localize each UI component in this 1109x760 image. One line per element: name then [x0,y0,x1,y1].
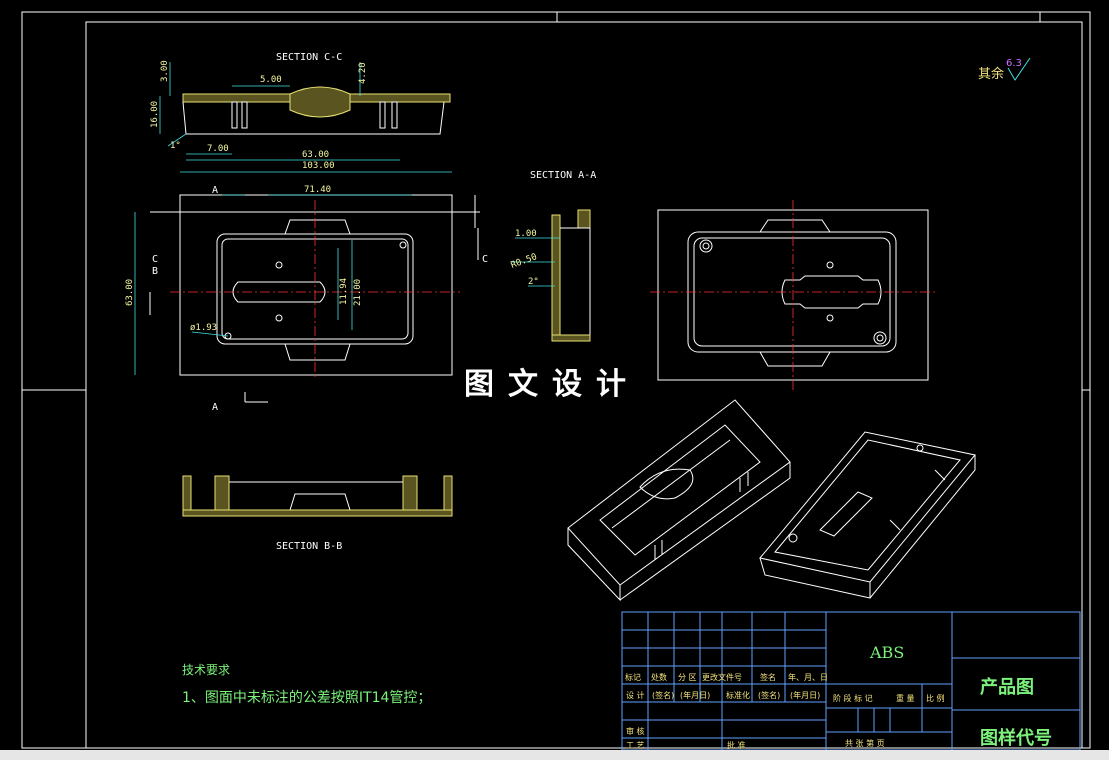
section-mark-c-left: C [152,254,158,265]
dim-5-00: 5.00 [260,75,282,85]
section-cc-view: SECTION C-C 3.00 16.00 5.00 4.20 7.00 63… [150,52,451,161]
section-cc-title: SECTION C-C [276,52,342,63]
tb-zone: 分 区 [678,673,697,682]
dim-21-00: 21.00 [353,279,363,306]
material-text: ABS [869,643,904,662]
dim-1-00: 1.00 [515,229,537,239]
dim-1-deg: 1° [170,141,181,151]
roughness-label: 其余 [978,66,1004,82]
tech-req-title: 技术要求 [182,663,230,677]
technical-requirements: 技术要求 1、图面中未标注的公差按照IT14管控； [182,663,431,706]
dim-2-deg: 2° [528,277,539,287]
dim-63-00-cc: 63.00 [302,150,329,160]
tb-design: 设 计 [626,690,645,700]
title-block: ABS 产品图 图样代号 标记 处数 分 区 更改文件号 签名 年、月、日 设 … [621,611,1081,751]
drawing-frame [21,11,1091,749]
tb-standard-sign: (签名) [758,690,780,700]
surface-roughness: 其余 6.3 [978,57,1031,82]
tb-approve: 批 准 [727,740,746,750]
tb-date: 年、月、日 [788,672,828,682]
section-bb-view: SECTION B-B [182,475,453,552]
dim-16-00: 16.00 [150,101,160,128]
tb-standard: 标准化 [726,690,750,700]
tb-scale: 比 例 [926,693,945,703]
bottom-view [650,200,935,390]
tb-sheet: 共 张 第 页 [845,738,885,748]
dim-71-40: 71.40 [304,185,331,195]
tb-review: 审 核 [626,726,645,736]
tb-stage-mark: 阶 段 标 记 [833,693,873,703]
tb-change-doc: 更改文件号 [702,672,742,682]
section-mark-c-right: C [482,254,488,265]
dim-103-00: 103.00 [302,161,335,171]
tb-weight: 重 量 [896,693,915,703]
status-bar [0,750,1109,760]
tb-design-date: (年月日) [680,690,710,700]
tb-mark: 标记 [625,672,641,682]
dim-11-94: 11.94 [339,278,349,305]
dim-63-00-side: 63.00 [125,279,135,306]
section-aa-view: SECTION A-A 1.00 R0.50 2° [510,170,596,342]
drawing-number: 图样代号 [980,727,1052,749]
tb-process: 工 艺 [626,741,645,750]
watermark-text: 图文设计 [464,367,640,402]
roughness-value: 6.3 [1006,58,1022,69]
dim-r0-50: R0.50 [510,252,539,271]
section-aa-title: SECTION A-A [530,170,596,181]
tb-count: 处数 [651,672,667,682]
dim-7-00: 7.00 [207,144,229,154]
section-mark-a-top: A [212,185,218,196]
dim-4-20: 4.20 [358,62,368,84]
isometric-view-right [759,431,976,599]
tech-req-item-1: 1、图面中未标注的公差按照IT14管控； [182,690,431,706]
dim-3-00: 3.00 [160,60,170,82]
isometric-view-left [567,399,791,602]
section-bb-title: SECTION B-B [276,541,342,552]
dim-dia-1-93: ø1.93 [190,323,217,333]
tb-design-sign: (签名) [652,690,674,700]
product-title: 产品图 [980,676,1034,698]
tb-sign: 签名 [760,672,776,682]
section-mark-a-bottom: A [212,402,218,413]
top-view: 103.00 71.40 63.00 11.94 21.00 ø1.93 A A… [125,161,488,413]
section-mark-b-left: B [152,266,158,277]
tb-standard-date: (年月日) [790,690,820,700]
